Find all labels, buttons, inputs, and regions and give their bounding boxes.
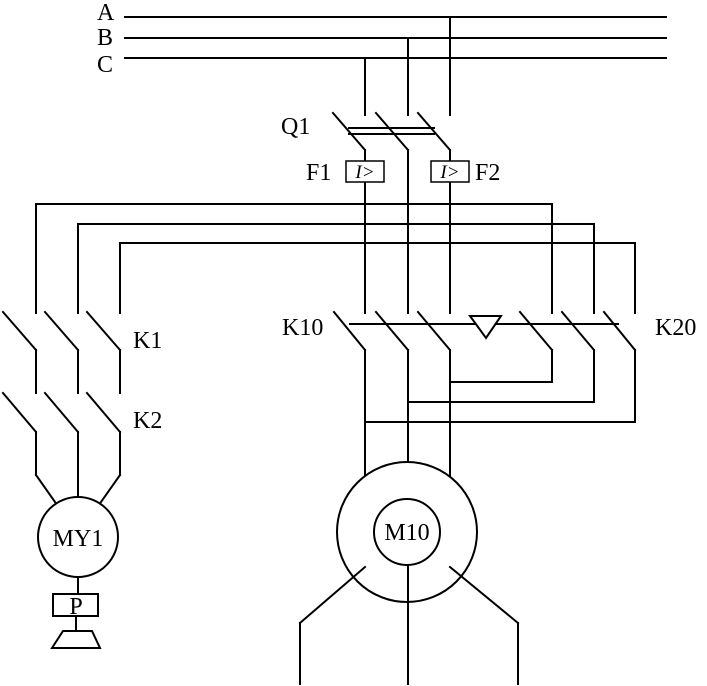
relay-f1-box [345,160,385,183]
phase-label-a: A [97,0,115,26]
motor-m10: M10 [298,461,520,685]
m10-label: M10 [384,520,429,546]
brake-shoe [50,630,102,649]
relay-f2-symbol: I> [439,162,459,183]
branch-feeders [35,203,636,314]
k10-label: K10 [282,315,323,341]
phase-label-b: B [97,25,113,51]
k1-k2-links [35,349,121,394]
motor-leads [364,349,636,479]
q1-label: Q1 [281,114,310,140]
f1-label: F1 [306,160,331,186]
interlock-triangle [468,315,503,340]
contactor-k2: K2 [1,391,162,434]
contactor-k10: K10 [282,310,452,352]
k20-label: K20 [655,315,696,341]
contactor-k1: K1 [1,310,162,354]
phase-label-c: C [97,52,113,78]
p-label: P [69,594,82,620]
bus-taps [364,16,451,116]
f2-label: F2 [475,160,500,186]
my1-label: MY1 [53,526,104,552]
relay-f1-symbol: I> [354,162,374,183]
relay-f2-box [430,160,470,183]
relay-f2: I> F2 [430,160,500,186]
brake-p: P [50,593,102,649]
my1-leads [34,431,122,504]
interlock-link [349,315,619,340]
contactor-k20: K20 [518,310,696,352]
motor-my1: MY1 [37,496,119,595]
breaker-q1: Q1 [281,111,452,152]
k2-label: K2 [133,408,162,434]
k1-label: K1 [133,328,162,354]
supply-bus: A B C [97,0,667,78]
relay-f1: I> F1 [306,160,385,186]
